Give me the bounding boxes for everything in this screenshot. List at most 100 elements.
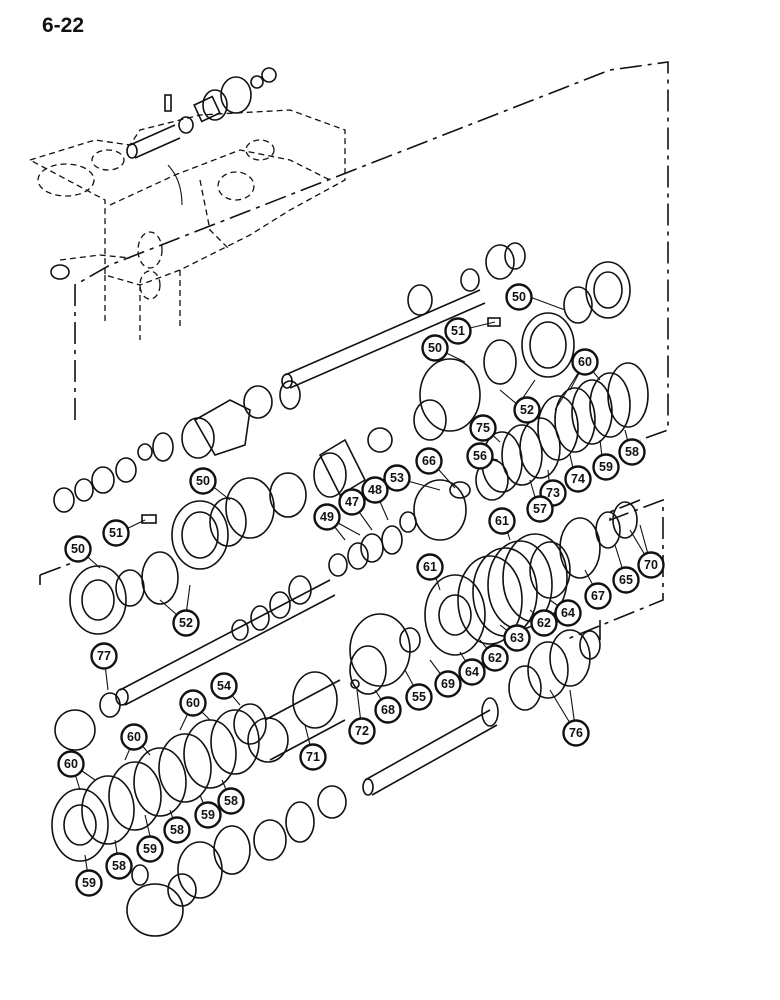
callout-26: 62 [530,609,558,637]
callout-label: 51 [109,526,123,540]
top-gear-assembly [126,67,277,159]
callout-7: 74 [564,465,592,493]
middle-assembly [53,380,471,577]
callout-label: 70 [644,558,658,572]
callout-32: 55 [405,683,433,711]
bottom-gear-train [126,785,347,937]
callout-24: 65 [612,566,640,594]
callout-label: 64 [561,606,575,620]
callout-6: 59 [592,453,620,481]
callout-label: 58 [170,823,184,837]
clutch-drum [247,501,638,763]
callout-15: 47 [338,488,366,516]
callout-label: 62 [537,616,551,630]
callout-17: 50 [189,467,217,495]
callout-14: 48 [361,476,389,504]
callout-label: 50 [196,474,210,488]
callout-5: 58 [618,438,646,466]
callout-30: 64 [458,658,486,686]
callout-44: 58 [105,852,133,880]
callout-21: 61 [488,507,516,535]
callout-label: 50 [512,290,526,304]
callout-label: 47 [345,495,359,509]
transmission-housing [28,109,346,340]
callout-1: 50 [421,334,449,362]
callout-label: 59 [201,808,215,822]
assembly-frame [74,61,669,641]
callout-11: 75 [469,414,497,442]
callout-label: 52 [520,403,534,417]
assembly-frame-lower [39,559,81,585]
callout-label: 58 [112,859,126,873]
callout-25: 70 [637,551,665,579]
callout-label: 60 [186,696,200,710]
callout-label: 65 [619,573,633,587]
housing-arrow [167,164,183,206]
callout-label: 64 [465,665,479,679]
callout-47: 76 [562,719,590,747]
lower-right-shaft [362,629,601,796]
callout-label: 61 [423,560,437,574]
callout-label: 60 [127,730,141,744]
callout-0: 50 [505,283,533,311]
callout-label: 50 [71,542,85,556]
callout-12: 66 [415,447,443,475]
callout-29: 62 [481,644,509,672]
callout-label: 75 [476,421,490,435]
callout-36: 54 [210,672,238,700]
callout-label: 66 [422,454,436,468]
callout-label: 76 [569,726,583,740]
callout-label: 62 [488,651,502,665]
lower-main-shaft [54,575,336,751]
callout-34: 72 [348,717,376,745]
callout-label: 59 [82,876,96,890]
callout-19: 50 [64,535,92,563]
callout-22: 61 [416,553,444,581]
callout-label: 69 [441,677,455,691]
callout-label: 59 [143,842,157,856]
callout-label: 67 [591,589,605,603]
callout-2: 51 [444,317,472,345]
callout-43: 59 [136,835,164,863]
callout-28: 63 [503,624,531,652]
upper-right-gears [413,261,631,441]
callout-37: 60 [179,689,207,717]
callout-label: 58 [625,445,639,459]
callout-label: 51 [451,324,465,338]
callout-45: 59 [75,869,103,897]
clutch-stack-left [51,703,267,862]
callout-38: 60 [120,723,148,751]
middle-left-gears [69,477,275,635]
callout-label: 58 [224,794,238,808]
callout-label: 60 [578,355,592,369]
callout-23: 67 [584,582,612,610]
callout-42: 58 [163,816,191,844]
callout-16: 49 [313,503,341,531]
callout-46: 77 [90,642,118,670]
callout-label: 74 [571,472,585,486]
callout-4: 60 [571,348,599,376]
callout-label: 56 [473,449,487,463]
callout-label: 59 [599,460,613,474]
upper-main-shaft [50,242,526,389]
callout-label: 57 [533,502,547,516]
callout-40: 58 [217,787,245,815]
callout-label: 60 [64,757,78,771]
callout-13: 53 [383,464,411,492]
callout-label: 68 [381,703,395,717]
callout-33: 68 [374,696,402,724]
callout-label: 72 [355,724,369,738]
callout-35: 71 [299,743,327,771]
callout-label: 54 [217,679,231,693]
callout-41: 59 [194,801,222,829]
callout-10: 56 [466,442,494,470]
callout-label: 77 [97,649,111,663]
callout-label: 52 [179,616,193,630]
callout-label: 53 [390,471,404,485]
callout-label: 61 [495,514,509,528]
callout-label: 48 [368,483,382,497]
callout-9: 57 [526,495,554,523]
callout-label: 73 [546,486,560,500]
callout-3: 52 [513,396,541,424]
